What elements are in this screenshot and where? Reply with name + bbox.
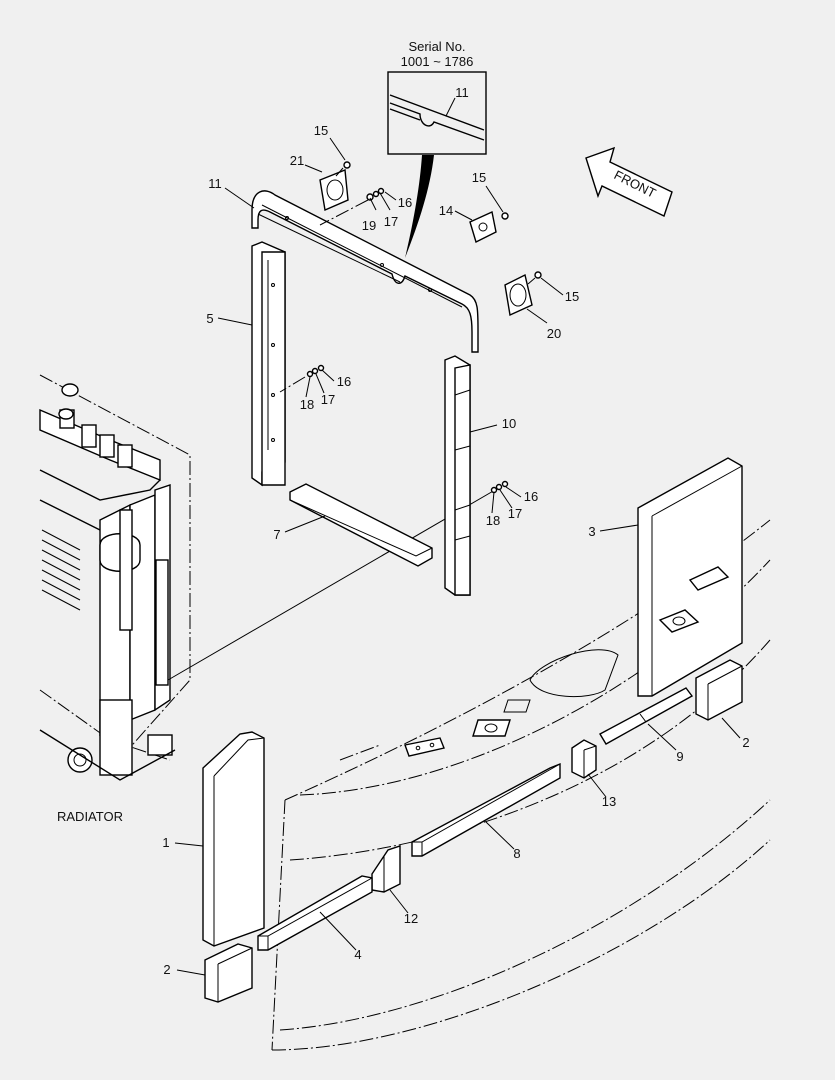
part-12-wedge	[371, 845, 401, 893]
callout-2b: 2	[163, 962, 170, 977]
part-20-plate	[504, 271, 542, 317]
callout-labels: 15 21 11 16 19 17 15 14 15 20 5 16 18 17…	[57, 123, 750, 977]
callout-10: 10	[502, 416, 516, 431]
part-4-bar	[257, 875, 373, 951]
part-9-bar	[599, 687, 694, 745]
callout-12: 12	[404, 911, 418, 926]
serial-range: 1001 ~ 1786	[401, 54, 474, 69]
callout-11b: 11	[455, 85, 469, 100]
callout-18a: 18	[300, 397, 314, 412]
callout-17a: 17	[384, 214, 398, 229]
callout-16c: 16	[524, 489, 538, 504]
part-21-plate	[319, 169, 349, 211]
callout-15b: 15	[472, 170, 486, 185]
serial-title: Serial No.	[408, 39, 465, 54]
callout-20: 20	[547, 326, 561, 341]
callout-13: 13	[602, 794, 616, 809]
callout-15c: 15	[565, 289, 579, 304]
callout-15a: 15	[314, 123, 328, 138]
callout-14: 14	[439, 203, 453, 218]
part-2-right-block	[695, 659, 743, 721]
callout-9: 9	[676, 749, 683, 764]
callout-17b: 17	[321, 392, 335, 407]
callout-1: 1	[162, 835, 169, 850]
lifting-eye-plate	[472, 719, 511, 737]
part-5-seal	[251, 241, 325, 487]
part-11-upper-seal	[251, 190, 479, 353]
washers-16-17-19	[319, 187, 385, 226]
mount-block	[404, 737, 445, 757]
callout-21: 21	[290, 153, 304, 168]
radiator-label: RADIATOR	[57, 809, 123, 824]
callout-2a: 2	[742, 735, 749, 750]
callout-7: 7	[273, 527, 280, 542]
callout-8: 8	[513, 846, 520, 861]
part-8-bar	[411, 762, 561, 857]
callout-19: 19	[362, 218, 376, 233]
part-14-plate	[469, 210, 509, 243]
callout-5: 5	[206, 311, 213, 326]
front-arrow: FRONT	[585, 146, 673, 217]
callout-16b: 16	[337, 374, 351, 389]
part-10-seal	[444, 355, 509, 596]
part-2-left-block	[204, 943, 253, 1003]
part-1-block	[202, 731, 265, 947]
bolt-15a	[335, 161, 351, 177]
callout-11a: 11	[208, 176, 222, 191]
callout-17c: 17	[508, 506, 522, 521]
serial-inset: Serial No. 1001 ~ 1786 11	[387, 39, 487, 258]
radiator-assembly	[39, 374, 496, 781]
part-7-seal	[289, 483, 433, 567]
callout-18b: 18	[486, 513, 500, 528]
callout-16a: 16	[398, 195, 412, 210]
callout-4: 4	[354, 947, 361, 962]
part-13-block	[571, 739, 597, 779]
part-3-block	[637, 457, 743, 697]
callout-3: 3	[588, 524, 595, 539]
leader-lines	[174, 137, 741, 976]
